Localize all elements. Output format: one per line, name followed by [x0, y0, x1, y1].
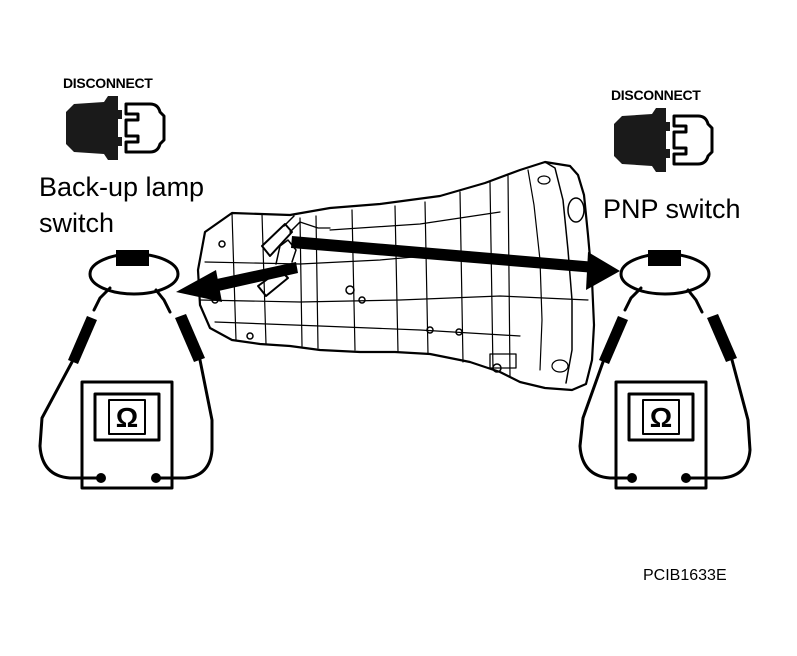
- right-arrow-icon: [291, 236, 620, 290]
- pnp-switch-label: PNP switch: [603, 194, 741, 224]
- back-up-lamp-label-line2: switch: [39, 208, 114, 238]
- left-switch-terminal: [116, 250, 149, 266]
- left-disconnect-connector-icon: [66, 96, 166, 160]
- left-disconnect-label: DISCONNECT: [63, 75, 153, 91]
- figure-code: PCIB1633E: [643, 567, 727, 584]
- right-switch-probe-assembly: Ω: [578, 250, 752, 490]
- right-ohmmeter-icon: Ω: [614, 380, 708, 490]
- right-disconnect-label: DISCONNECT: [611, 87, 701, 103]
- left-switch-probe-assembly: Ω: [38, 250, 214, 490]
- right-disconnect-connector-icon: [614, 108, 714, 172]
- left-arrow-icon: [176, 262, 298, 302]
- left-ohm-symbol: Ω: [116, 402, 138, 433]
- left-disconnect-group: DISCONNECT: [63, 75, 166, 160]
- right-ohm-symbol: Ω: [650, 402, 672, 433]
- right-disconnect-group: DISCONNECT: [611, 87, 714, 172]
- back-up-lamp-label-line1: Back-up lamp: [39, 172, 204, 202]
- transmission-illustration: [196, 160, 596, 392]
- left-ohmmeter-icon: Ω: [80, 380, 174, 490]
- right-switch-terminal: [648, 250, 681, 266]
